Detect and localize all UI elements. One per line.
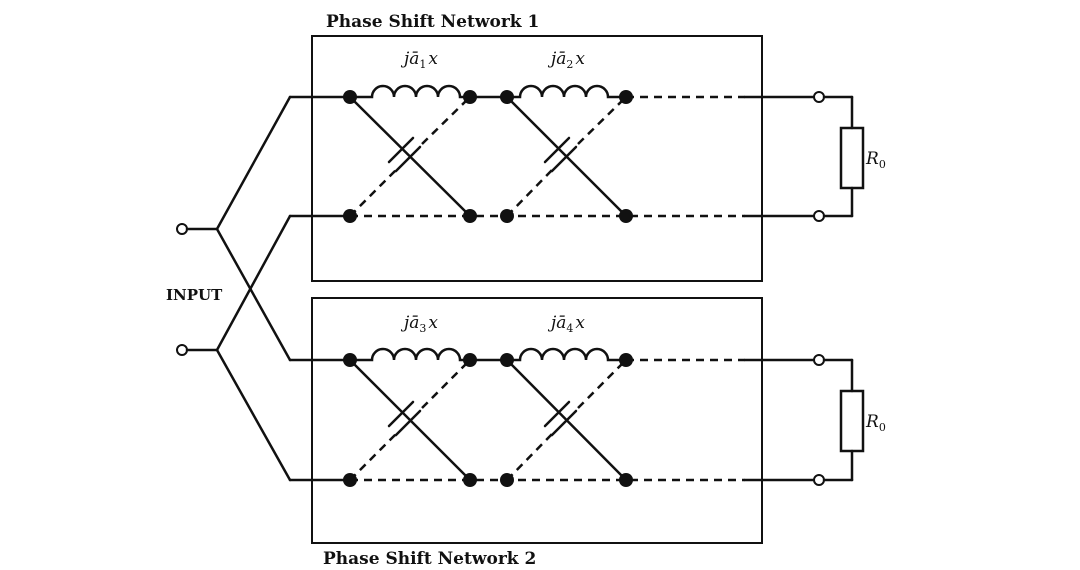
capacitor-3-plate-a bbox=[387, 400, 415, 428]
network-1-box bbox=[311, 35, 763, 282]
network-1-circuit bbox=[343, 84, 865, 223]
inductor-1-coil bbox=[348, 84, 472, 99]
capacitor-2-plate-a bbox=[543, 136, 571, 164]
resistor-2 bbox=[839, 389, 865, 453]
network-1-title: Phase Shift Network 1 bbox=[326, 12, 539, 32]
capacitor-1-plate-a bbox=[387, 136, 415, 164]
input-wiring bbox=[176, 95, 352, 482]
capacitor-2-plate-b bbox=[550, 145, 578, 173]
inductor-3-coil bbox=[348, 347, 472, 362]
capacitor-4-plate-b bbox=[550, 409, 578, 437]
input-terminal-bottom bbox=[176, 344, 188, 356]
capacitor-4-plate-a bbox=[543, 400, 571, 428]
input-label: INPUT bbox=[166, 286, 223, 304]
resistor-1 bbox=[839, 126, 865, 190]
network-2-box bbox=[311, 297, 763, 544]
network-2-title: Phase Shift Network 2 bbox=[323, 549, 536, 569]
inductor-4-coil bbox=[505, 347, 628, 362]
inductor-2-coil bbox=[505, 84, 628, 99]
input-terminal-top bbox=[176, 223, 188, 235]
resistor-1-label: R0 bbox=[865, 149, 886, 171]
network-2-circuit bbox=[343, 347, 865, 487]
capacitor-3-plate-b bbox=[394, 409, 422, 437]
capacitor-1-plate-b bbox=[394, 145, 422, 173]
resistor-2-label: R0 bbox=[865, 412, 886, 434]
